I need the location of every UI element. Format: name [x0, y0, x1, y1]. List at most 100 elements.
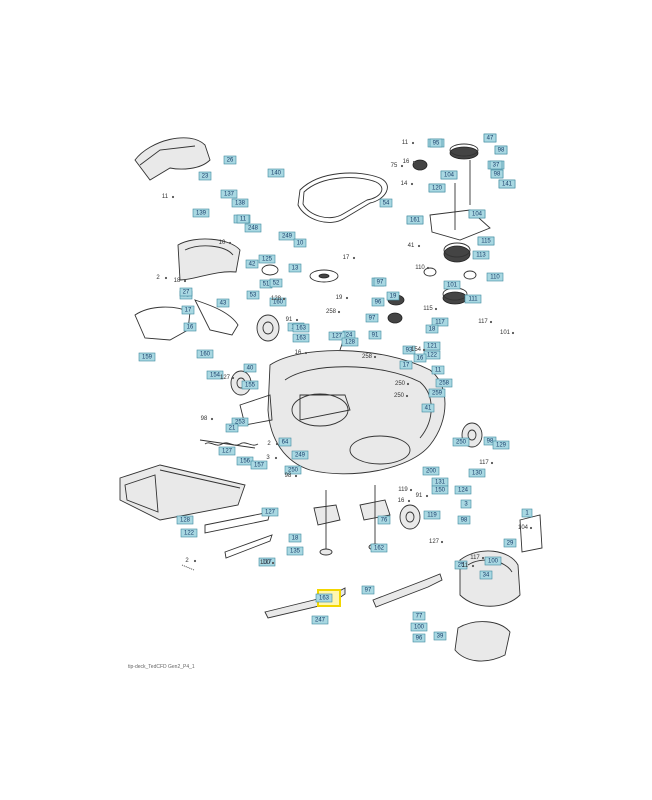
- callout-104: 104: [468, 209, 486, 219]
- leader-dot: [410, 182, 414, 186]
- svg-text:122: 122: [184, 530, 195, 536]
- svg-text:117: 117: [435, 319, 445, 325]
- plain-label-91: 91: [416, 493, 423, 499]
- svg-text:97: 97: [369, 315, 376, 321]
- leader-dot: [511, 331, 515, 335]
- svg-text:135: 135: [290, 548, 301, 554]
- svg-text:53: 53: [250, 292, 257, 298]
- plain-label-117: 117: [470, 555, 480, 561]
- plain-label-10: 10: [219, 240, 226, 246]
- svg-text:17: 17: [185, 307, 192, 313]
- callout-139: 139: [192, 208, 210, 218]
- callout-150: 150: [431, 485, 449, 495]
- callout-127: 127: [261, 507, 279, 517]
- svg-text:253: 253: [235, 419, 246, 425]
- svg-text:141: 141: [502, 181, 513, 187]
- svg-text:34: 34: [483, 572, 490, 578]
- callout-259: 259: [428, 388, 446, 398]
- left-bracket-part: [134, 299, 239, 341]
- callout-98: 98: [457, 515, 471, 525]
- plain-label-17: 17: [343, 255, 350, 261]
- callout-110: 110: [486, 272, 504, 282]
- svg-text:98: 98: [487, 438, 494, 444]
- svg-text:41: 41: [425, 405, 432, 411]
- plain-label-117: 117: [478, 319, 488, 325]
- svg-text:131: 131: [435, 479, 446, 485]
- svg-text:91: 91: [372, 332, 379, 338]
- leader-dot: [440, 540, 444, 544]
- callout-250: 250: [284, 465, 302, 475]
- callout-43: 43: [216, 298, 230, 308]
- svg-text:98: 98: [494, 171, 501, 177]
- callout-127: 127: [218, 446, 236, 456]
- leader-dot: [210, 417, 214, 421]
- svg-text:96: 96: [375, 299, 382, 305]
- callout-13: 13: [288, 263, 302, 273]
- callout-97: 97: [361, 585, 375, 595]
- callout-250: 250: [452, 437, 470, 447]
- plain-label-75: 75: [391, 163, 398, 169]
- plain-label-127: 127: [429, 539, 440, 545]
- leader-dot: [337, 310, 341, 314]
- callout-3: 3: [460, 499, 472, 509]
- leader-dot: [407, 499, 411, 503]
- callout-27: 27: [179, 287, 193, 297]
- callout-128: 128: [176, 515, 194, 525]
- svg-text:11: 11: [435, 367, 442, 373]
- callout-124: 124: [454, 485, 472, 495]
- svg-text:160: 160: [273, 299, 284, 305]
- callout-141: 141: [498, 179, 516, 189]
- leader-dot: [529, 526, 533, 530]
- upper-cover-part: [134, 137, 211, 181]
- svg-text:47: 47: [487, 135, 494, 141]
- svg-text:93: 93: [406, 347, 413, 353]
- leader-dot: [294, 474, 298, 478]
- svg-text:119: 119: [427, 512, 437, 518]
- callout-21: 21: [225, 423, 239, 433]
- svg-text:122: 122: [427, 352, 438, 358]
- callout-135: 135: [286, 546, 304, 556]
- svg-text:156: 156: [240, 458, 251, 464]
- svg-text:127: 127: [265, 509, 276, 515]
- svg-text:155: 155: [245, 382, 256, 388]
- plain-label-115: 115: [423, 306, 433, 312]
- svg-text:54: 54: [383, 200, 390, 206]
- plain-label-98: 98: [285, 473, 292, 479]
- svg-text:43: 43: [220, 300, 227, 306]
- svg-text:157: 157: [254, 462, 265, 468]
- plain-label-127: 127: [220, 375, 231, 381]
- callout-111: 111: [464, 294, 482, 304]
- svg-text:26: 26: [227, 157, 234, 163]
- svg-text:10: 10: [297, 240, 304, 246]
- svg-text:100: 100: [488, 558, 499, 564]
- callout-11: 11: [236, 214, 250, 224]
- callout-130: 130: [468, 468, 486, 478]
- leader-dot: [489, 320, 493, 324]
- leader-dot: [422, 348, 426, 352]
- callout-77: 77: [412, 611, 426, 621]
- svg-text:124: 124: [458, 487, 469, 493]
- callout-47: 47: [483, 133, 497, 143]
- callout-163: 163: [315, 593, 333, 603]
- spring-parts: [204, 442, 259, 446]
- plain-label-2: 2: [156, 275, 160, 281]
- callout-160: 160: [196, 349, 214, 359]
- leader-dot: [193, 559, 197, 563]
- callout-37: 37: [489, 160, 503, 170]
- callout-labels: 1710143102111201121161151181141131101011…: [138, 133, 533, 643]
- callout-163: 163: [292, 323, 310, 333]
- svg-text:249: 249: [295, 452, 306, 458]
- callout-19: 19: [386, 291, 400, 301]
- callout-40: 40: [243, 363, 257, 373]
- callout-98: 98: [494, 145, 508, 155]
- plain-label-98: 98: [201, 416, 208, 422]
- callout-125: 125: [258, 254, 276, 264]
- svg-text:161: 161: [410, 217, 421, 223]
- plain-label-16: 16: [403, 159, 410, 165]
- diagram-footer: tip-deck_TedCFD Gen2_P4_1: [128, 664, 195, 670]
- svg-text:52: 52: [273, 280, 280, 286]
- svg-text:117: 117: [262, 559, 272, 565]
- plain-label-18: 18: [174, 278, 181, 284]
- leader-dot: [282, 297, 286, 301]
